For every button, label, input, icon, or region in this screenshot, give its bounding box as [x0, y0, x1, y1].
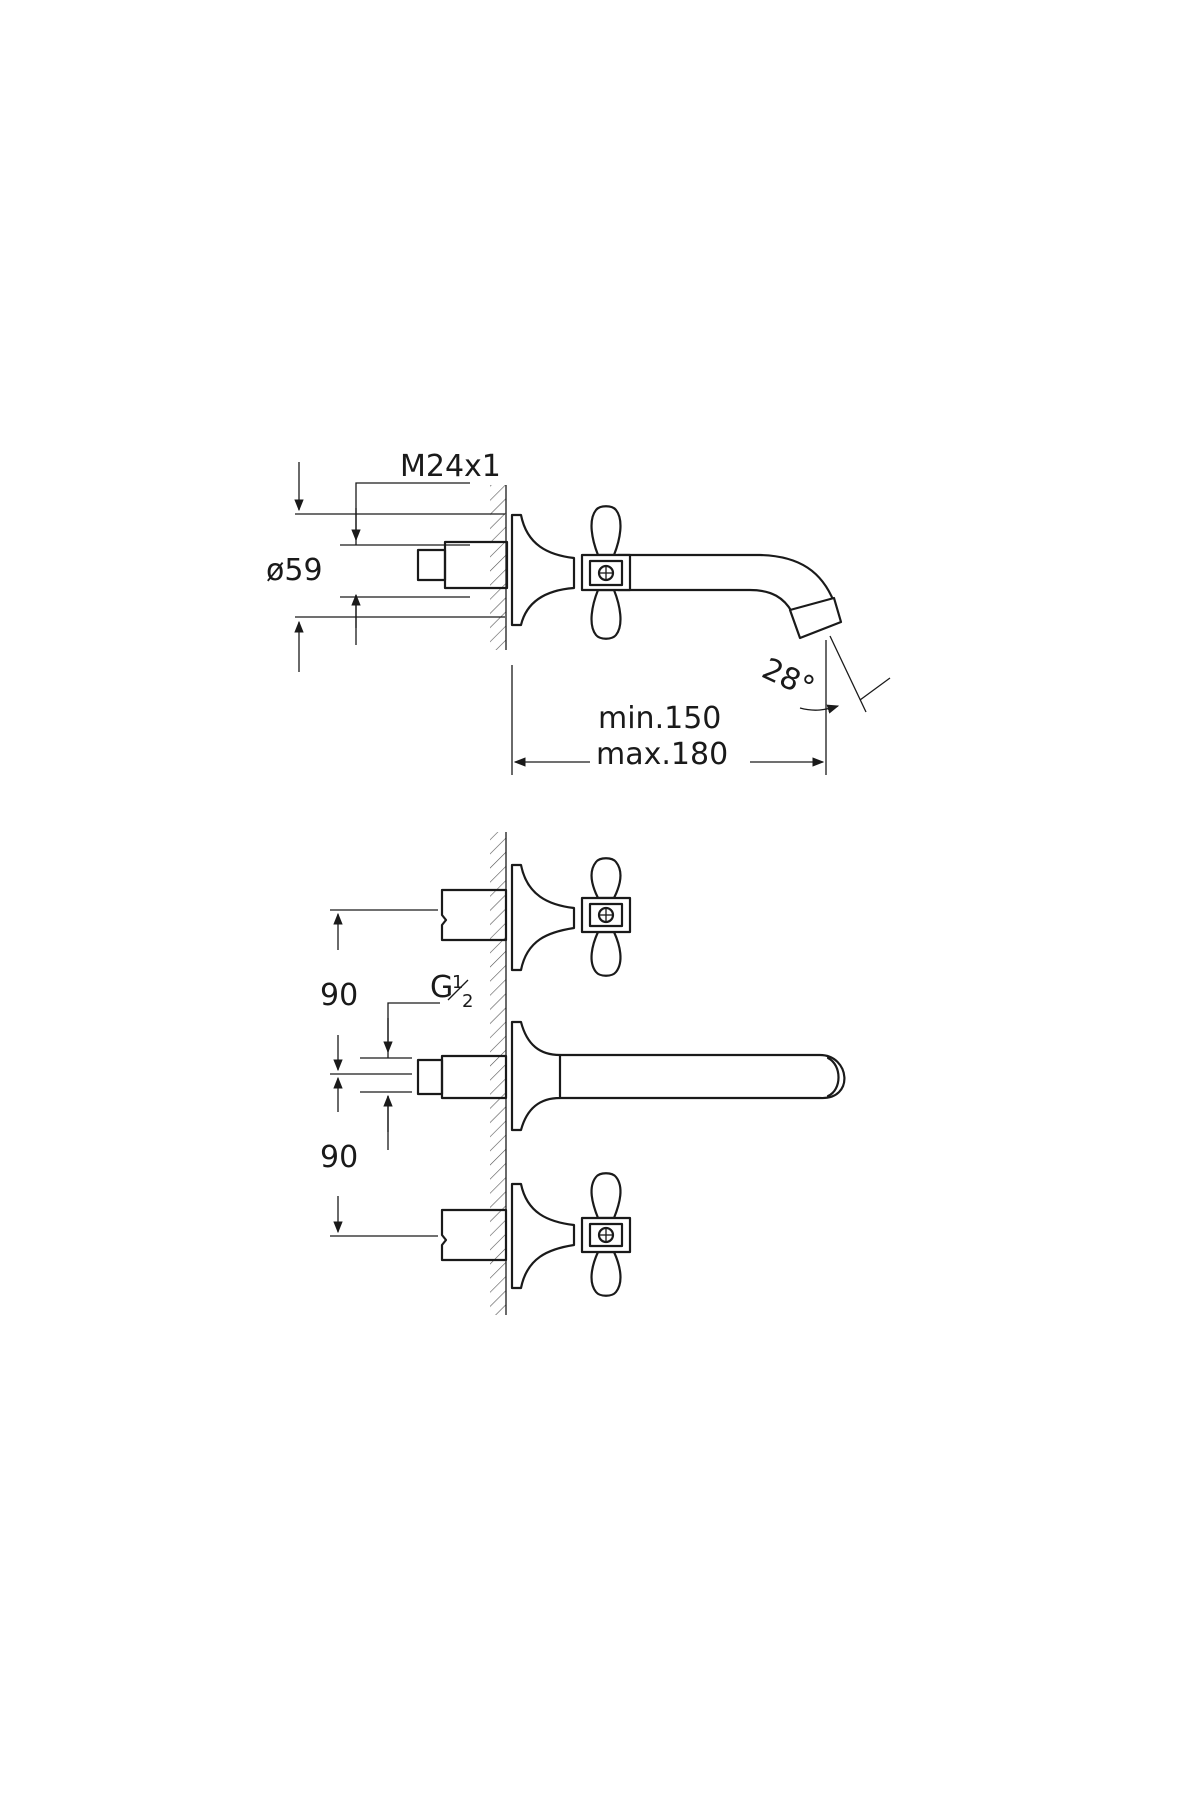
diameter-dimension: ø59	[266, 462, 505, 672]
side-view: M24x1 ø59 min.150 max.180 28°	[266, 449, 891, 775]
aerator-tip-side	[788, 596, 843, 640]
spacing-dimension: 90 90	[320, 909, 438, 1237]
diameter-label: ø59	[266, 553, 323, 588]
length-dimension: min.150 max.180	[511, 640, 827, 775]
center-spout	[416, 1020, 846, 1132]
wall-hatching-side	[490, 485, 506, 650]
thread-dimension: M24x1	[340, 449, 501, 645]
connector-side	[416, 548, 447, 582]
spout-pipe-side	[616, 553, 836, 604]
pipe-thread-prefix: G	[430, 970, 453, 1005]
thread-label: M24x1	[400, 449, 501, 484]
front-view: 90 90 G 1 2	[320, 832, 846, 1315]
lower-valve	[440, 1172, 632, 1297]
min-length-label: min.150	[598, 701, 721, 736]
pipe-thread-den: 2	[462, 991, 473, 1012]
valve-handle-side	[580, 505, 632, 640]
pipe-thread-num: 1	[452, 972, 463, 993]
escutcheon-side	[510, 513, 576, 627]
angle-dimension: 28°	[757, 635, 891, 714]
upper-valve	[440, 857, 632, 977]
upper-spacing-label: 90	[320, 978, 358, 1013]
angle-label: 28°	[757, 652, 820, 706]
max-length-label: max.180	[596, 737, 728, 772]
pipe-thread-dimension: G 1 2	[360, 970, 473, 1150]
wall-hatching-front	[490, 832, 506, 1315]
lower-spacing-label: 90	[320, 1140, 358, 1175]
lower-valve-handle	[580, 1172, 632, 1297]
upper-valve-handle	[580, 857, 632, 977]
